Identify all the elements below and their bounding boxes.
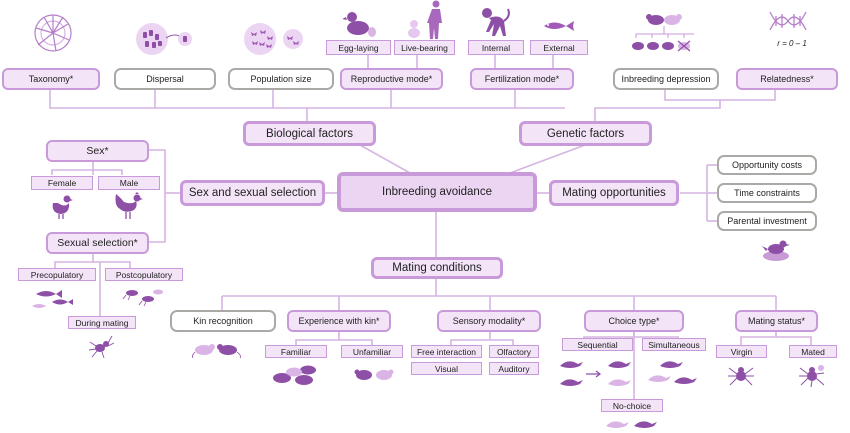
simultaneous-birds-icon [648, 361, 697, 384]
mating-status-box: Mating status* [735, 310, 818, 332]
live-bearing-tag: Live-bearing [394, 40, 455, 55]
external-tag: External [530, 40, 588, 55]
precopulatory-tag: Precopulatory [18, 268, 96, 281]
dispersal-icon [135, 22, 195, 61]
sexual-selection-box: Sexual selection* [46, 232, 149, 254]
inbreeding-depression-box: Inbreeding depression [613, 68, 719, 90]
kin-recognition-rodents-icon [191, 344, 241, 359]
monkey-icon [482, 8, 510, 36]
postcopulatory-tag: Postcopulatory [105, 268, 183, 281]
mating-opportunities-hub: Mating opportunities [549, 180, 679, 206]
genetic-factors-hub: Genetic factors [519, 121, 652, 146]
familiar-tag: Familiar [265, 345, 327, 358]
dispersal-box: Dispersal [114, 68, 216, 90]
parental-investment-box: Parental investment [717, 211, 817, 231]
population-size-box: Population size [228, 68, 334, 90]
nesting-bird-icon [762, 240, 790, 261]
fish-icon [544, 21, 574, 31]
mating-spiders-icon [88, 335, 115, 359]
choice-type-box: Choice type* [584, 310, 684, 332]
population-size-icon [243, 22, 305, 61]
fertilization-mode-box: Fertilization mode* [470, 68, 574, 90]
sex-and-sexual-selection-hub: Sex and sexual selection [180, 180, 325, 206]
male-tag: Male [98, 176, 160, 190]
relatedness-formula: r = 0 – 1 [777, 38, 807, 48]
hen-icon [52, 195, 73, 219]
sex-box: Sex* [46, 140, 149, 162]
sequential-tag: Sequential [562, 338, 633, 351]
no-choice-birds-icon [606, 421, 657, 428]
female-tag: Female [31, 176, 93, 190]
precopulatory-fish-icon [32, 290, 73, 308]
taxonomy-box: Taxonomy* [2, 68, 100, 90]
inbreeding-avoidance-center: Inbreeding avoidance [337, 172, 537, 212]
internal-tag: Internal [468, 40, 524, 55]
mated-spiders-icon [799, 365, 825, 388]
simultaneous-tag: Simultaneous [642, 338, 706, 351]
free-interaction-tag: Free interaction [411, 345, 482, 358]
reproductive-mode-box: Reproductive mode* [340, 68, 443, 90]
inbreeding-rodents-icon [632, 14, 694, 52]
auditory-tag: Auditory [489, 362, 539, 375]
sensory-modality-box: Sensory modality* [437, 310, 541, 332]
sequential-birds-icon [560, 361, 631, 386]
human-and-baby-icon [408, 0, 442, 39]
rooster-icon [115, 192, 143, 219]
unfamiliar-rodents-icon [354, 369, 394, 380]
biological-factors-hub: Biological factors [243, 121, 376, 146]
during-mating-tag: During mating [68, 316, 136, 329]
relatedness-box: Relatedness* [736, 68, 838, 90]
virgin-spider-icon [728, 367, 754, 386]
opportunity-costs-box: Opportunity costs [717, 155, 817, 175]
duck-icon [343, 12, 376, 37]
kin-recognition-box: Kin recognition [170, 310, 276, 332]
egg-laying-tag: Egg-laying [326, 40, 391, 55]
experience-with-kin-box: Experience with kin* [287, 310, 391, 332]
mated-tag: Mated [789, 345, 837, 358]
time-constraints-box: Time constraints [717, 183, 817, 203]
phylogeny-wheel-icon [34, 14, 72, 52]
visual-tag: Visual [411, 362, 482, 375]
dna-helix-icon [769, 11, 807, 31]
familiar-rodents-icon [273, 365, 316, 385]
olfactory-tag: Olfactory [489, 345, 539, 358]
mating-conditions-hub: Mating conditions [371, 257, 503, 279]
virgin-tag: Virgin [716, 345, 767, 358]
postcopulatory-insects-icon [122, 289, 163, 307]
no-choice-tag: No-choice [601, 399, 663, 412]
unfamiliar-tag: Unfamiliar [341, 345, 403, 358]
